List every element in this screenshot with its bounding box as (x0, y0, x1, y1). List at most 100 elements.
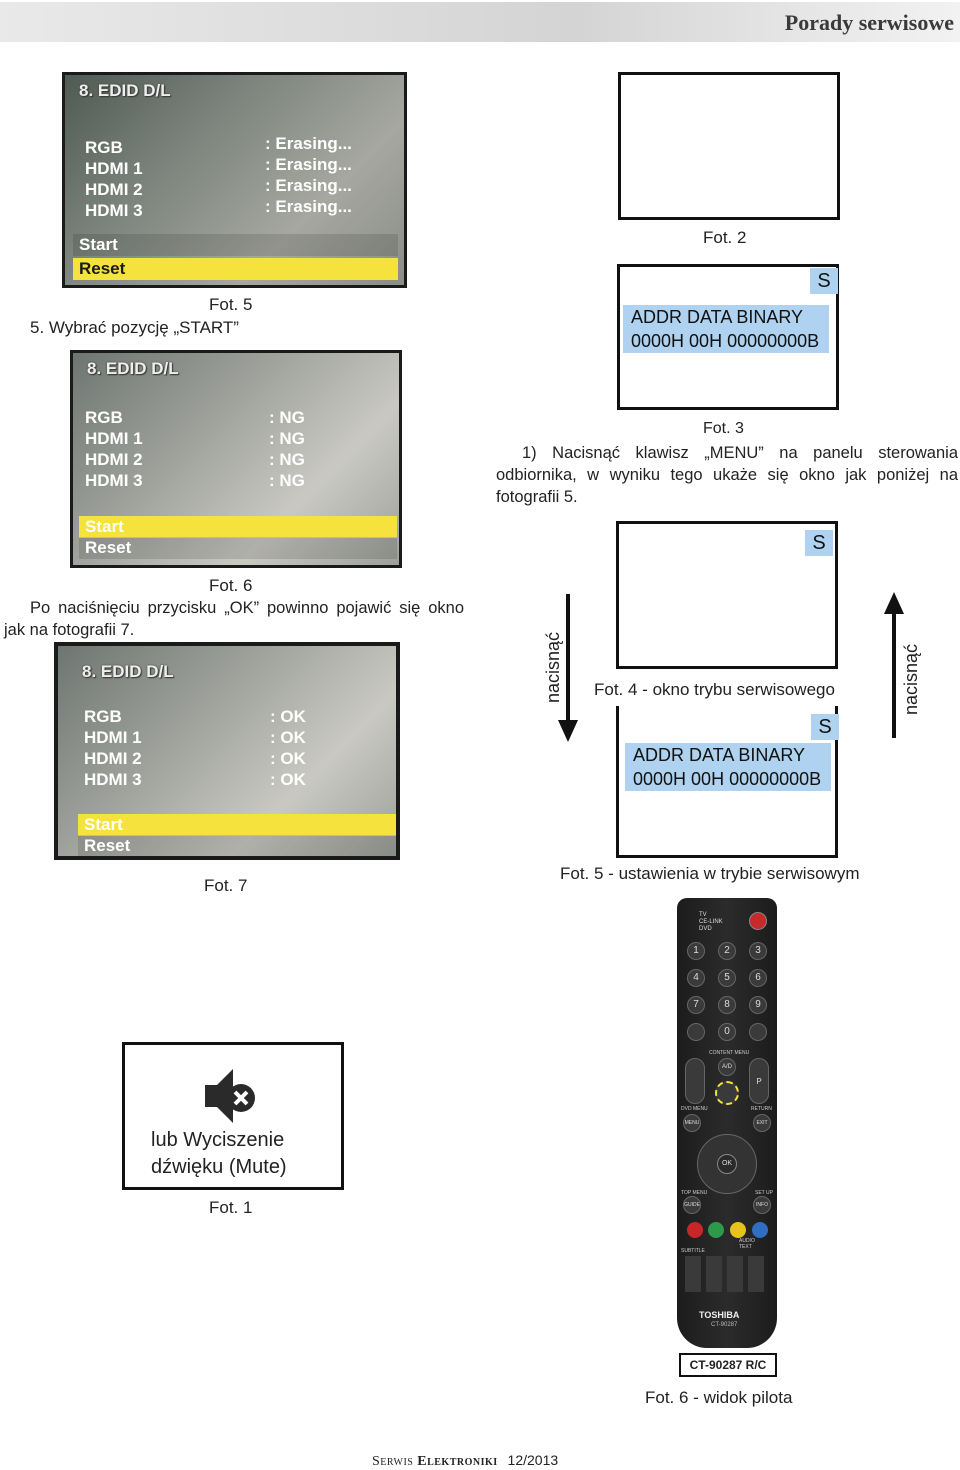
caption-fot3: Fot. 3 (703, 420, 744, 437)
menu-button[interactable]: MENU (683, 1114, 701, 1132)
caption-fot4: Fot. 4 - okno trybu serwisowego (594, 680, 835, 699)
footer-brand-1: Serwis (372, 1454, 414, 1469)
caption-fot7: Fot. 7 (204, 876, 248, 895)
return-label: RETURN (751, 1106, 772, 1112)
red-button[interactable] (687, 1222, 703, 1238)
remote-model-small: CT-90287 (711, 1322, 738, 1328)
digit-3-button[interactable]: 3 (749, 942, 767, 960)
remote-control: TV CE-LINK DVD 1 2 3 4 5 6 7 8 9 0 CONTE… (677, 898, 777, 1348)
digit-5-button[interactable]: 5 (718, 969, 736, 987)
footer: Serwis Elektroniki 12/2013 (372, 1452, 558, 1470)
tv-screen-fot7: 8. EDID D/L RGB HDMI 1 HDMI 2 HDMI 3 : O… (54, 642, 400, 860)
caption-fot5: Fot. 5 (209, 295, 253, 314)
brand-logo: TOSHIBA (699, 1310, 740, 1320)
volume-rocker[interactable] (685, 1058, 705, 1104)
row-value: : Erasing... (265, 176, 352, 195)
caption-fot6: Fot. 6 (209, 576, 253, 595)
instruction-text: 5. Wybrać pozycję „START” (30, 318, 239, 337)
row-label: RGB (85, 408, 123, 427)
down-arrow-shaft (566, 594, 570, 724)
input-button[interactable] (687, 1023, 705, 1041)
subtitle-label: SUBTITLE (681, 1248, 705, 1254)
blank-screen-fot2 (618, 72, 840, 220)
s-badge: S (805, 530, 833, 556)
row-label: HDMI 1 (84, 728, 142, 747)
digit-9-button[interactable]: 9 (749, 996, 767, 1014)
up-arrow-icon (884, 592, 904, 614)
row-value: : OK (270, 707, 306, 726)
ad-button[interactable]: A/D (718, 1058, 736, 1076)
digit-6-button[interactable]: 6 (749, 969, 767, 987)
press-label-right: nacisnąć (901, 643, 921, 715)
s-badge: S (811, 714, 839, 740)
mode-labels: TV CE-LINK DVD (699, 912, 723, 933)
exit-button[interactable]: EXIT (753, 1114, 771, 1132)
green-button[interactable] (708, 1222, 724, 1238)
tv-screen-fot5: 8. EDID D/L RGB HDMI 1 HDMI 2 HDMI 3 : E… (62, 72, 407, 288)
start-item: Start (73, 234, 398, 256)
s-badge: S (810, 268, 838, 294)
reset-item: Reset (79, 537, 397, 559)
digit-0-button[interactable]: 0 (718, 1023, 736, 1041)
paragraph-fot3: 1) Nacisnąć klawisz „MENU” na panelu ste… (496, 444, 958, 506)
return-channel-button[interactable] (749, 1023, 767, 1041)
mute-box: lub Wyciszenie dźwięku (Mute) (122, 1042, 344, 1190)
mute-speaker-icon (205, 1069, 255, 1123)
row-value: : Erasing... (265, 197, 352, 216)
row-label: HDMI 2 (85, 180, 143, 199)
page-title: Porady serwisowe (784, 10, 954, 35)
info-button[interactable]: INFO (753, 1196, 771, 1214)
blue-button[interactable] (752, 1222, 768, 1238)
row-label: HDMI 2 (85, 450, 143, 469)
row-value: : OK (270, 749, 306, 768)
playback-buttons[interactable] (685, 1256, 769, 1292)
digit-2-button[interactable]: 2 (718, 942, 736, 960)
down-arrow-icon (558, 720, 578, 742)
setup-label: SET UP (755, 1190, 773, 1196)
text-label: TEXT (739, 1244, 752, 1250)
digit-7-button[interactable]: 7 (687, 996, 705, 1014)
row-value: : NG (269, 450, 305, 469)
paragraph-fot6: Po naciśnięciu przycisku „OK” powinno po… (4, 599, 464, 639)
row-label: HDMI 1 (85, 159, 143, 178)
digit-4-button[interactable]: 4 (687, 969, 705, 987)
row-value: : NG (269, 471, 305, 490)
power-button[interactable] (749, 912, 767, 930)
top-menu-label: TOP MENU (681, 1190, 708, 1196)
caption-fot5b: Fot. 5 - ustawienia w trybie serwisowym (560, 864, 860, 883)
digit-8-button[interactable]: 8 (718, 996, 736, 1014)
footer-issue: 12/2013 (507, 1452, 559, 1468)
guide-button[interactable]: GUIDE (683, 1196, 701, 1214)
row-value: : Erasing... (265, 155, 352, 174)
service-screen-fot3: S ADDR DATA BINARY 0000H 00H 00000000B (617, 264, 839, 410)
row-value: : OK (270, 770, 306, 789)
mode-celink: CE-LINK (699, 919, 723, 925)
row-label: HDMI 1 (85, 429, 143, 448)
digit-1-button[interactable]: 1 (687, 942, 705, 960)
mute-text-line1: lub Wyciszenie (151, 1129, 285, 1151)
row-value: : NG (269, 429, 305, 448)
reset-item: Reset (73, 258, 398, 280)
tv-screen-fot6: 8. EDID D/L RGB HDMI 1 HDMI 2 HDMI 3 : N… (70, 350, 402, 568)
audio-label: AUDIO (739, 1238, 755, 1244)
row-value: : Erasing... (265, 134, 352, 153)
reset-item: Reset (78, 835, 396, 856)
service-screen-fot5b: S ADDR DATA BINARY 0000H 00H 00000000B (616, 706, 839, 858)
addr-values: 0000H 00H 00000000B (625, 767, 831, 791)
header-bar (0, 2, 960, 42)
mute-text-line2: dźwięku (Mute) (151, 1156, 287, 1178)
row-value: : OK (270, 728, 306, 747)
ok-button[interactable]: OK (717, 1154, 737, 1174)
content-menu-label: CONTENT MENU (709, 1050, 750, 1056)
remote-model-label: CT-90287 R/C (679, 1353, 777, 1377)
mode-dvd: DVD (699, 926, 712, 932)
menu-title: 8. EDID D/L (87, 359, 179, 378)
yellow-button[interactable] (730, 1222, 746, 1238)
up-arrow-shaft (892, 612, 896, 738)
addr-header: ADDR DATA BINARY (623, 305, 829, 329)
channel-rocker[interactable]: P (749, 1058, 769, 1104)
caption-fot2: Fot. 2 (703, 228, 747, 247)
caption-fot1: Fot. 1 (209, 1198, 253, 1217)
start-item: Start (78, 814, 396, 836)
mute-button-highlight[interactable] (715, 1081, 739, 1105)
